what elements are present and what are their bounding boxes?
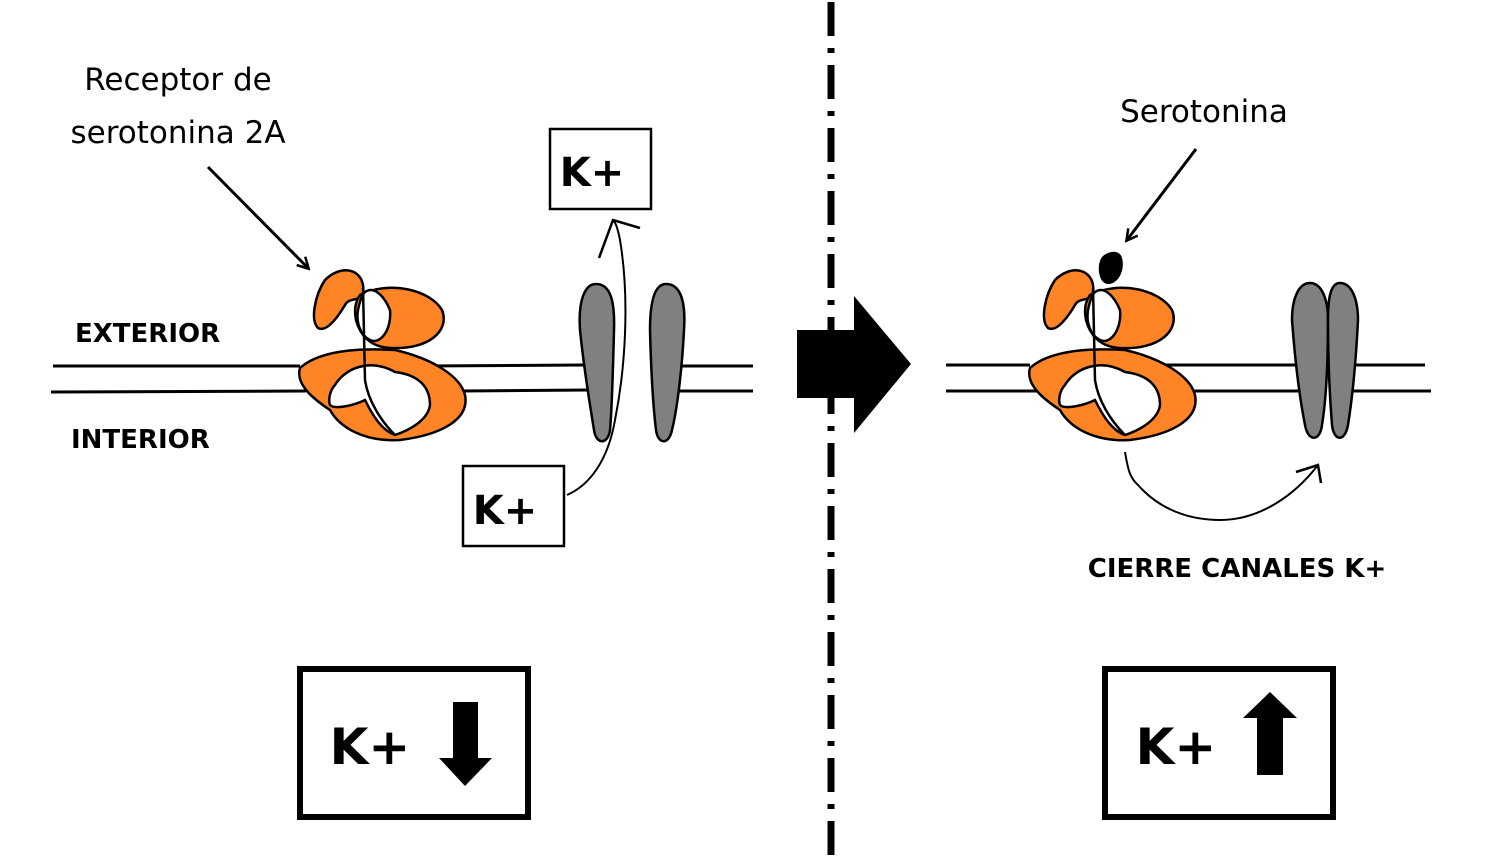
cell-membrane-right bbox=[946, 363, 1431, 393]
receptor-pointer-arrow bbox=[206, 165, 308, 268]
serotonin-molecule bbox=[1098, 251, 1123, 285]
interior-label: INTERIOR bbox=[71, 425, 210, 455]
serotonin-2a-receptor-left bbox=[297, 269, 467, 442]
potassium-channel-open bbox=[578, 282, 686, 443]
result-right-label: K+ bbox=[1136, 718, 1217, 776]
potassium-channel-closed bbox=[1290, 281, 1360, 439]
result-left-label: K+ bbox=[330, 718, 411, 776]
channel-closing-arrowhead bbox=[1295, 463, 1323, 484]
arrow-down-icon bbox=[439, 702, 492, 786]
receptor-label-line1: Receptor de bbox=[84, 62, 271, 98]
arrow-right-icon bbox=[797, 296, 911, 433]
channel-closing-signal-arrow bbox=[1124, 451, 1319, 522]
serotonin-label: Serotonina bbox=[1120, 94, 1288, 130]
receptor-label-line2: serotonina 2A bbox=[70, 115, 285, 151]
exterior-label: EXTERIOR bbox=[75, 319, 220, 349]
cell-membrane-left bbox=[50, 363, 753, 394]
k-outside-box: K+ bbox=[548, 127, 653, 211]
k-inside-label: K+ bbox=[473, 488, 538, 534]
result-box-left: K+ bbox=[297, 666, 531, 820]
arrow-up-icon bbox=[1243, 692, 1297, 775]
k-outside-label: K+ bbox=[560, 150, 625, 196]
k-efflux-arrowhead bbox=[597, 218, 641, 259]
serotonin-pointer-arrow bbox=[1127, 148, 1198, 240]
channel-closing-caption: CIERRE CANALES K+ bbox=[1088, 554, 1387, 584]
result-box-right: K+ bbox=[1102, 666, 1336, 820]
k-inside-box: K+ bbox=[461, 464, 566, 548]
serotonin-2a-receptor-right bbox=[1027, 269, 1197, 442]
k-efflux-arrow bbox=[566, 219, 627, 496]
